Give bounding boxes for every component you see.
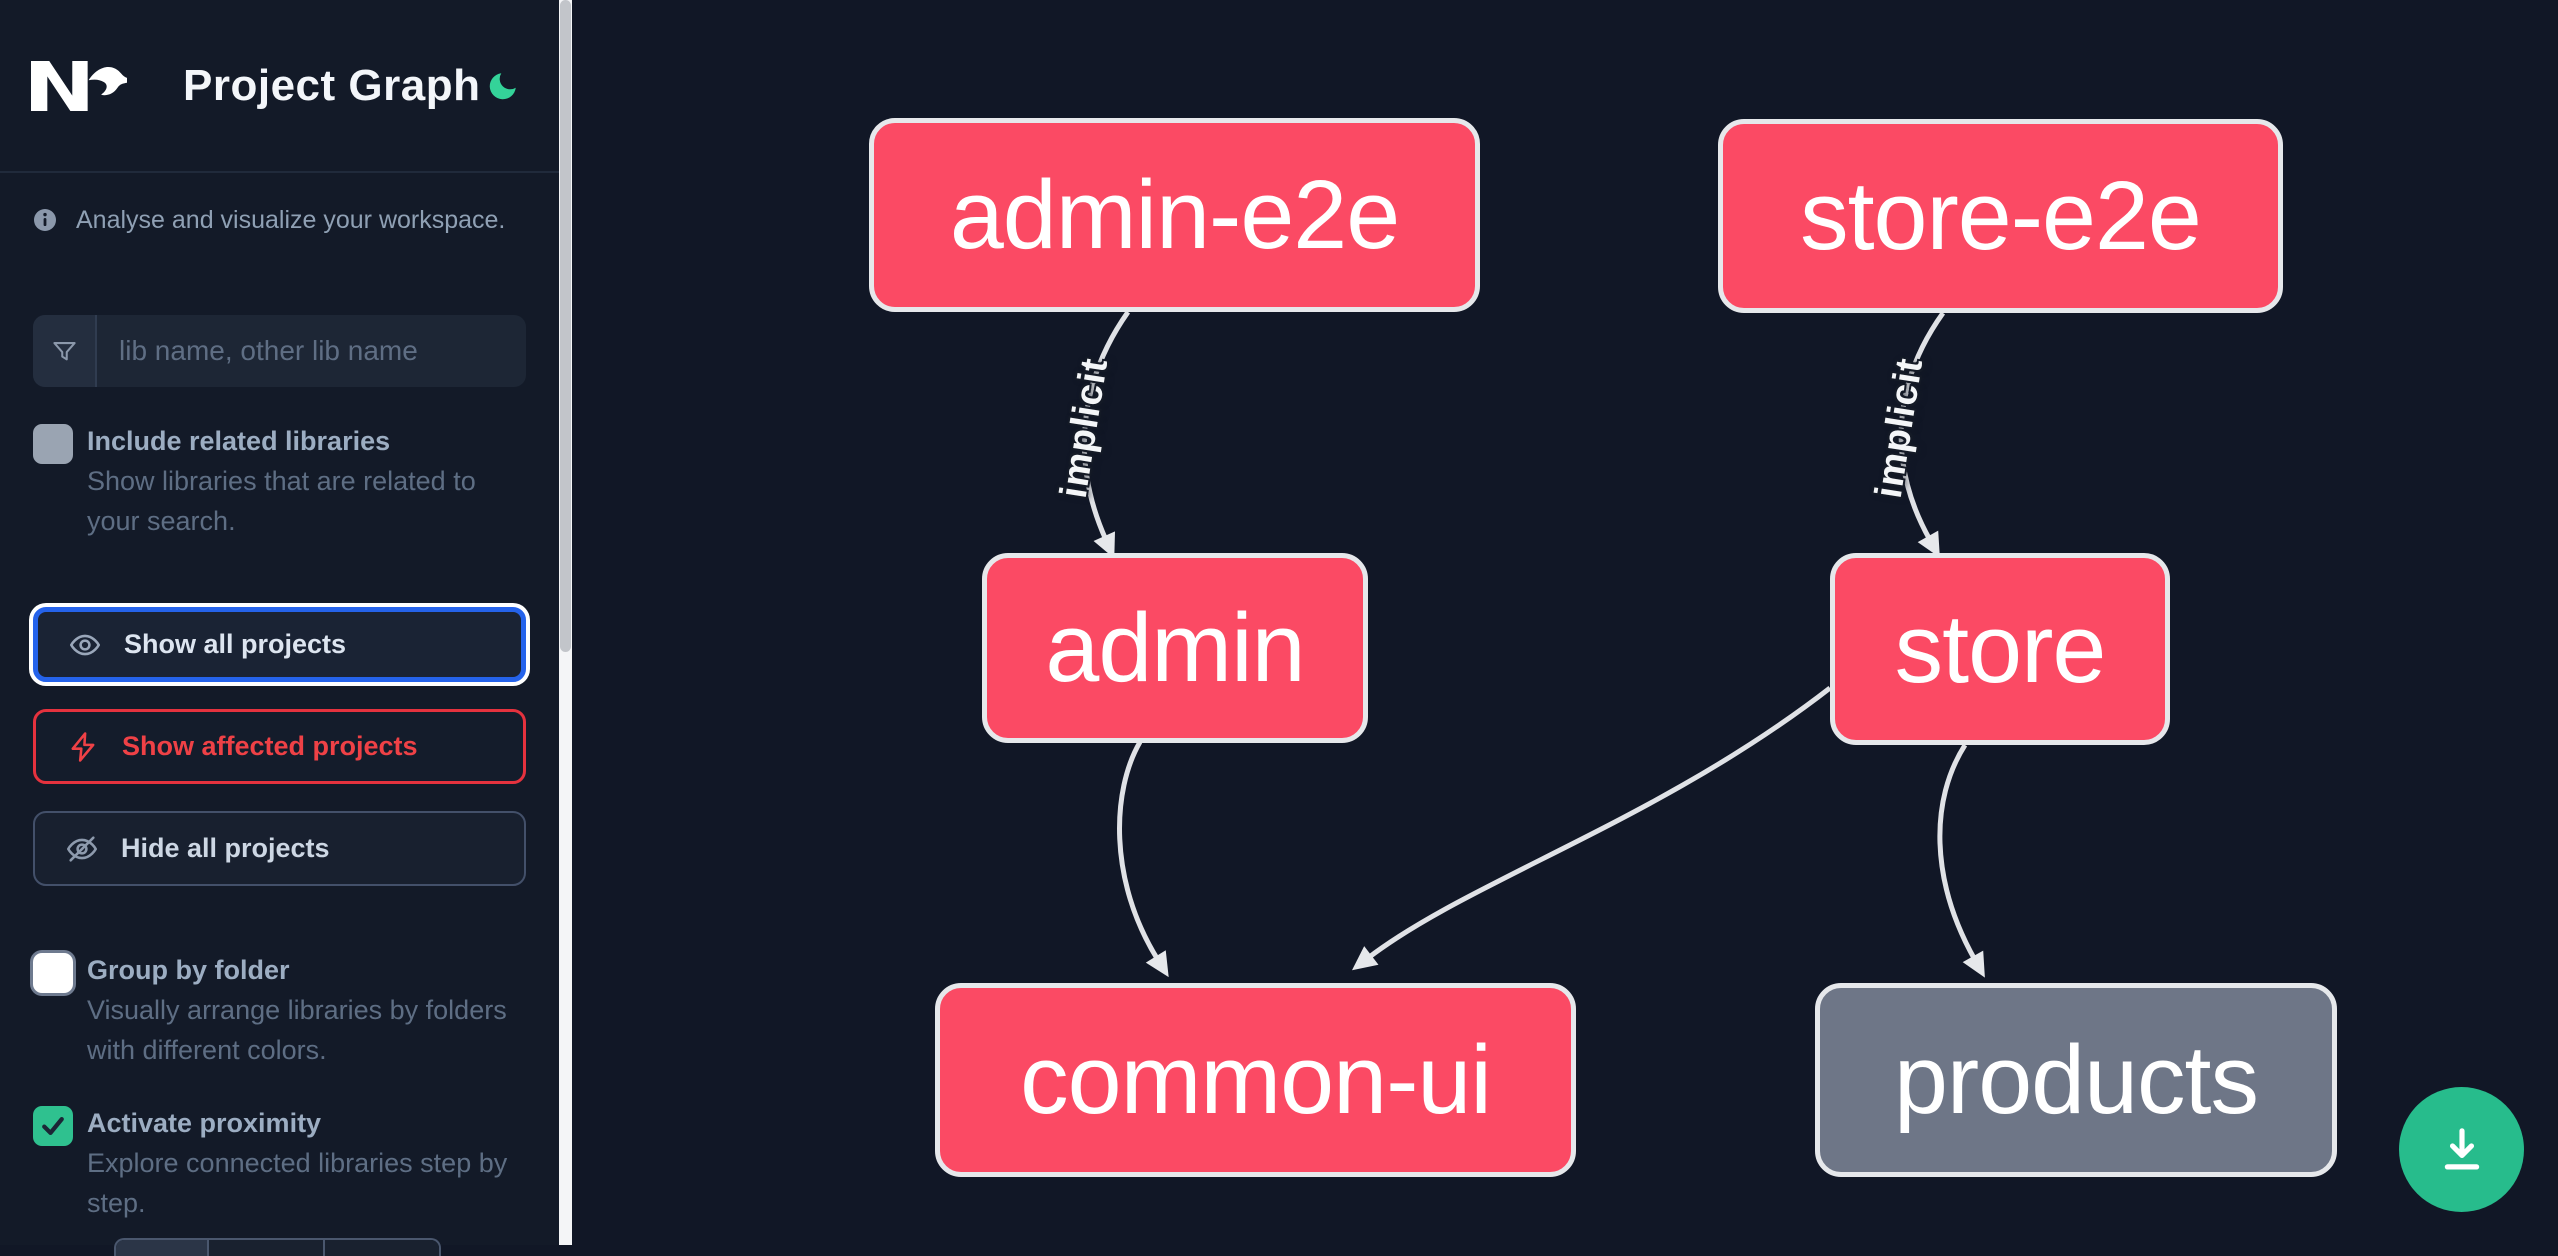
checkmark-icon [42,1117,64,1135]
graph-node-admin[interactable]: admin [982,553,1368,743]
edge-store-to-products [1937,743,1985,978]
edge-store-e2e-to-store [1898,311,1946,558]
tagline-row: Analyse and visualize your workspace. [33,203,526,237]
toggle-include-related: Include related libraries Show libraries… [33,421,526,541]
toggle-description: Visually arrange libraries by folders wi… [87,995,507,1065]
graph-node-admin-e2e[interactable]: admin-e2e [869,118,1480,312]
download-graph-button[interactable] [2399,1087,2524,1212]
graph-node-products[interactable]: products [1815,983,2337,1177]
filter-icon-cell [33,315,97,387]
toggle-activate-proximity: Activate proximity Explore connected lib… [33,1103,526,1223]
activate-proximity-checkbox[interactable] [33,1106,73,1146]
bolt-icon [71,731,95,762]
button-label: Hide all projects [121,833,330,863]
proximity-depth-control[interactable] [114,1238,441,1256]
toggle-label: Activate proximity [87,1108,322,1138]
button-label: Show all projects [124,629,347,659]
include-related-checkbox[interactable] [33,424,73,464]
eye-icon [69,634,101,655]
nx-logo-icon [31,60,127,111]
sidebar: Project Graph Analyse and visualize your… [0,0,559,1256]
download-icon [2444,1127,2479,1169]
sidebar-content: Analyse and visualize your workspace. In… [0,203,559,1256]
graph-node-store-e2e[interactable]: store-e2e [1718,119,2283,313]
edge-store-to-common-ui [1351,686,1832,971]
tagline-text: Analyse and visualize your workspace. [76,206,506,234]
info-icon [34,209,56,231]
moon-icon [489,72,516,99]
edge-admin-e2e-to-admin [1081,310,1131,559]
page-title: Project Graph [183,60,481,110]
show-all-projects-button[interactable]: Show all projects [33,607,526,682]
toggle-label: Include related libraries [87,426,391,456]
search-box [33,315,526,387]
search-input[interactable] [97,315,526,387]
funnel-icon [52,341,76,360]
theme-toggle-button[interactable] [483,66,523,106]
depth-increment-cell[interactable] [325,1240,439,1256]
depth-decrement-cell[interactable] [116,1240,209,1256]
toggle-group-by-folder: Group by folder Visually arrange librari… [33,950,526,1070]
graph-node-store[interactable]: store [1830,553,2170,745]
eye-off-icon [66,835,98,862]
scrollbar-thumb[interactable] [560,0,571,652]
graph-node-common-ui[interactable]: common-ui [935,983,1576,1177]
group-by-folder-checkbox[interactable] [33,953,73,993]
toggle-description: Show libraries that are related to your … [87,466,476,536]
hide-all-projects-button[interactable]: Hide all projects [33,811,526,886]
edge-admin-to-common-ui [1117,740,1169,978]
show-affected-projects-button[interactable]: Show affected projects [33,709,526,784]
toggle-label: Group by folder [87,955,290,985]
button-label: Show affected projects [122,731,418,761]
toggle-description: Explore connected libraries step by step… [87,1148,508,1218]
sidebar-header: Project Graph [0,0,559,173]
sidebar-scrollbar[interactable] [559,0,572,1245]
depth-value-cell [209,1240,325,1256]
